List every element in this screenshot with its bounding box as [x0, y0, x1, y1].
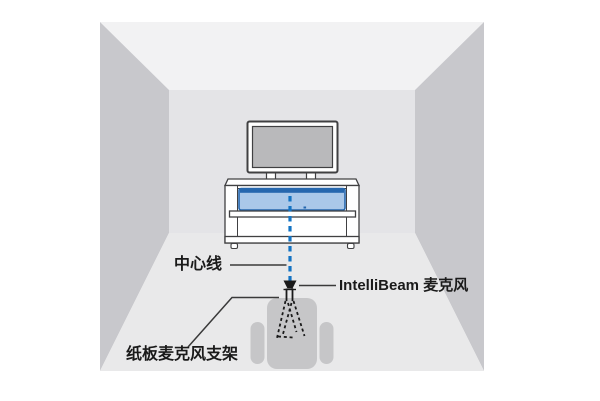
intellibeam-microphone-icon — [283, 280, 297, 289]
soundbar — [238, 187, 346, 211]
chair-armrest-left — [250, 322, 265, 364]
cabinet-top-face — [223, 178, 361, 187]
room-right-wall — [415, 22, 484, 371]
soundbar-top-band — [240, 189, 344, 193]
cabinet-bottom-board — [224, 235, 360, 244]
chair — [250, 298, 334, 369]
mic-stand-dashed-outline — [276, 300, 306, 339]
tv — [246, 120, 339, 181]
chair-back — [267, 298, 317, 369]
tv-screen — [251, 125, 334, 169]
room-ceiling — [100, 22, 484, 90]
cabinet-foot-left — [230, 242, 239, 250]
label-center-line: 中心线 — [174, 256, 223, 273]
room-left-wall — [100, 22, 169, 371]
soundbar-front-dot — [303, 206, 307, 209]
cabinet-foot-right — [346, 242, 355, 250]
tv-cabinet — [223, 178, 361, 250]
soundbar-body — [238, 187, 346, 211]
chair-armrest-right — [319, 322, 334, 364]
label-cardboard-stand: 纸板麦克风支架 — [126, 346, 239, 363]
cardboard-mic-stand — [276, 288, 306, 339]
leader-stand — [187, 296, 279, 348]
label-intellibeam-mic: IntelliBeam 麦克风 — [339, 277, 469, 294]
cabinet-middle-shelf — [228, 210, 357, 218]
leader-lines — [187, 264, 336, 348]
